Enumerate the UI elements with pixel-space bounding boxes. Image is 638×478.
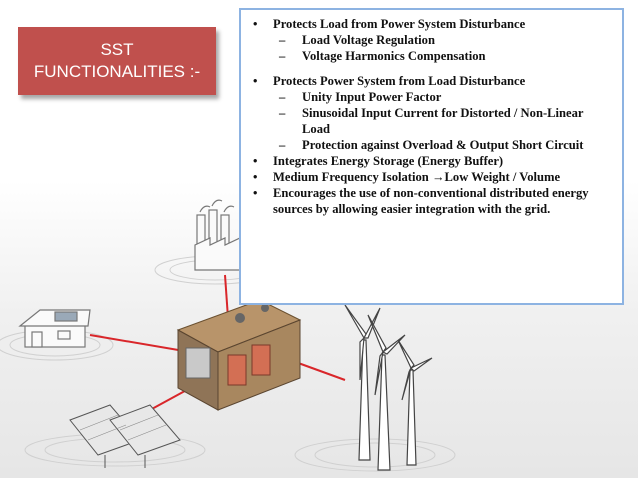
bullet-text: Protects Power System from Load Disturba… xyxy=(273,74,526,88)
factory-icon xyxy=(194,199,241,271)
wind-turbines-icon xyxy=(344,304,433,471)
bullet-text: Integrates Energy Storage (Energy Buffer… xyxy=(273,154,504,168)
bullet-marker: • xyxy=(253,170,258,184)
sub-bullet-text: Protection against Overload & Output Sho… xyxy=(302,138,584,152)
bullet-marker: • xyxy=(253,186,258,200)
sub-bullet-item: – Load Voltage Regulation xyxy=(249,32,612,48)
bullet-text: Encourages the use of non-conventional d… xyxy=(273,186,589,216)
sub-bullet-text: Sinusoidal Input Current for Distorted /… xyxy=(302,106,584,136)
sub-bullet-marker: – xyxy=(279,49,286,63)
bullet-marker: • xyxy=(253,17,258,31)
slide-title-box: SST FUNCTIONALITIES :- xyxy=(18,27,216,95)
title-line-1: SST xyxy=(100,40,134,59)
sub-bullet-text: Voltage Harmonics Compensation xyxy=(302,49,486,63)
solar-panels-icon xyxy=(69,404,181,468)
functionalities-list: • Protects Load from Power System Distur… xyxy=(239,8,624,305)
bullet-item: • Integrates Energy Storage (Energy Buff… xyxy=(249,153,612,169)
sub-bullet-item: – Voltage Harmonics Compensation xyxy=(249,48,612,64)
bullet-item: • Medium Frequency Isolation →Low Weight… xyxy=(249,169,612,185)
spacer xyxy=(249,64,612,73)
sub-bullet-marker: – xyxy=(279,138,286,152)
bullet-text: Medium Frequency Isolation →Low Weight /… xyxy=(273,170,561,184)
title-line-2: FUNCTIONALITIES :- xyxy=(33,62,201,81)
sub-bullet-marker: – xyxy=(279,33,286,47)
sub-bullet-text: Unity Input Power Factor xyxy=(302,90,442,104)
bullet-item: • Encourages the use of non-conventional… xyxy=(249,185,612,217)
house-icon xyxy=(18,309,91,348)
sub-bullet-item: – Unity Input Power Factor xyxy=(249,89,612,105)
sub-bullet-text: Load Voltage Regulation xyxy=(302,33,435,47)
sub-bullet-marker: – xyxy=(279,106,286,120)
bullet-item: • Protects Power System from Load Distur… xyxy=(249,73,612,89)
converter-hardware-icon xyxy=(176,299,302,411)
sub-bullet-item: – Protection against Overload & Output S… xyxy=(249,137,612,153)
bullet-marker: • xyxy=(253,154,258,168)
bullet-marker: • xyxy=(253,74,258,88)
bullet-text: Protects Load from Power System Disturba… xyxy=(273,17,526,31)
sub-bullet-item: – Sinusoidal Input Current for Distorted… xyxy=(249,105,612,137)
sub-bullet-marker: – xyxy=(279,90,286,104)
bullet-item: • Protects Load from Power System Distur… xyxy=(249,16,612,32)
